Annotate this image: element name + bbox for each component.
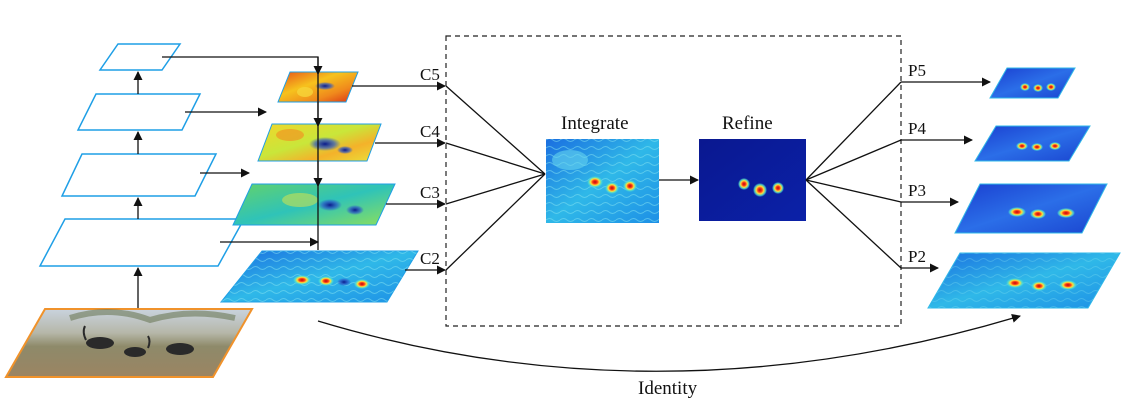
integrate-title: Integrate xyxy=(561,113,629,134)
pyramid-output-arrows xyxy=(901,77,991,273)
feature-outputs xyxy=(352,81,446,275)
label-p4: P4 xyxy=(908,119,926,138)
topdown-feature-maps xyxy=(219,57,419,303)
feature-map-c3 xyxy=(232,183,396,226)
label-c5: C5 xyxy=(420,65,440,84)
lateral-1 xyxy=(162,56,323,75)
balanced-module-box xyxy=(445,35,902,327)
output-maps xyxy=(927,67,1121,309)
feature-map-c4 xyxy=(257,123,382,162)
label-p3: P3 xyxy=(908,181,926,200)
refine-map xyxy=(699,139,806,221)
identity-label: Identity xyxy=(638,378,698,399)
converge-lines xyxy=(445,85,546,271)
output-map-p4 xyxy=(974,125,1091,162)
label-p5: P5 xyxy=(908,61,926,80)
label-c4: C4 xyxy=(420,122,440,141)
lateral-connections xyxy=(162,56,323,247)
input-image xyxy=(4,308,254,378)
backbone-level-3 xyxy=(60,153,218,197)
feature-map-c2 xyxy=(219,250,419,303)
label-c3: C3 xyxy=(420,183,440,202)
output-map-p5 xyxy=(989,67,1076,99)
refine-title: Refine xyxy=(722,113,773,134)
label-c2: C2 xyxy=(420,249,440,268)
output-map-p3 xyxy=(954,183,1108,234)
backbone-level-2 xyxy=(76,93,202,131)
backbone-pyramid xyxy=(38,43,246,334)
diverge-lines xyxy=(805,81,902,269)
label-p2: P2 xyxy=(908,247,926,266)
backbone-level-1 xyxy=(98,43,182,71)
backbone-level-4 xyxy=(38,218,246,267)
integrate-map xyxy=(546,139,659,223)
identity-arrow xyxy=(317,313,1021,372)
output-map-p2 xyxy=(927,252,1121,309)
bird-silhouettes xyxy=(82,325,194,357)
